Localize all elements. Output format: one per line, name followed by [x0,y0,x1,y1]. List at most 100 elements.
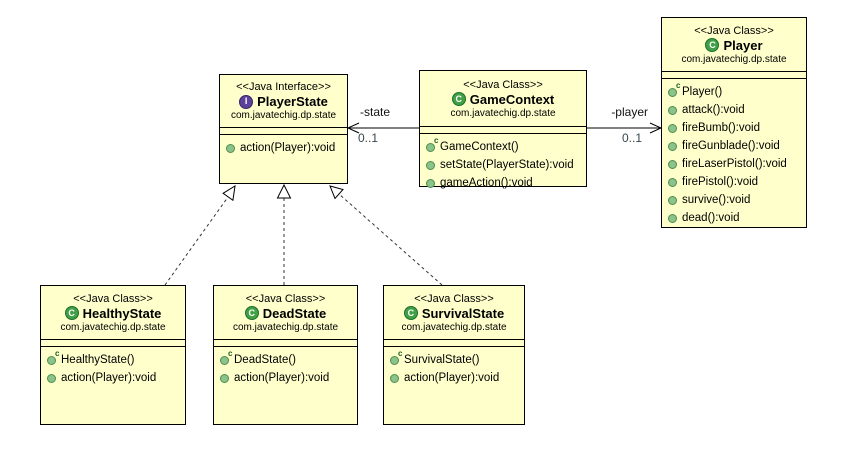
class-box-playerstate[interactable]: <<Java Interface>> I PlayerState com.jav… [219,74,348,184]
fields-compartment [220,128,347,135]
class-name-row: I PlayerState [239,94,328,109]
method-row: gameAction():void [426,174,586,192]
method-label: fireGunblade():void [682,140,780,152]
constructor-icon: c [668,81,680,97]
class-icon: C [705,38,720,52]
method-label: Player() [682,86,723,98]
class-box-survivalstate[interactable]: <<Java Class>> C SurvivalState com.javat… [383,285,525,425]
class-header: <<Java Interface>> I PlayerState com.jav… [220,75,347,128]
method-label: action(Player):void [404,372,500,384]
association-player-label: -player [611,105,648,119]
package-name: com.javatechig.dp.state [681,53,787,65]
methods-compartment: c DeadState() action(Player):void [214,347,357,424]
public-method-icon [390,373,399,383]
public-method-icon [668,105,677,115]
stereotype-label: <<Java Class>> [694,24,774,37]
method-label: fireLaserPistol():void [682,158,787,170]
association-state-line [346,122,419,134]
method-row: fireLaserPistol():void [668,155,806,173]
method-label: HealthyState() [61,354,135,366]
public-method-icon [668,123,677,133]
class-box-healthystate[interactable]: <<Java Class>> C HealthyState com.javate… [40,285,186,425]
methods-compartment: c HealthyState() action(Player):void [41,347,185,424]
method-row: c HealthyState() [47,349,185,369]
stereotype-label: <<Java Class>> [73,292,153,305]
fields-compartment [420,127,586,134]
fields-compartment [41,340,185,347]
stereotype-label: <<Java Class>> [463,78,543,91]
class-header: <<Java Class>> C SurvivalState com.javat… [384,286,524,340]
constructor-icon: c [390,349,402,365]
public-method-icon [668,159,677,169]
method-row: action(Player):void [47,369,185,387]
package-name: com.javatechig.dp.state [450,107,556,119]
class-name-row: C Player [705,37,763,53]
public-method-icon [220,373,229,383]
realization-survivalstate-line [329,185,443,286]
method-row: c GameContext() [426,136,586,156]
method-label: fireBumb():void [682,122,760,134]
method-label: action(Player):void [61,372,157,384]
class-name-row: C DeadState [244,305,327,321]
class-name: Player [723,37,763,53]
stereotype-label: <<Java Class>> [245,292,326,305]
class-name: SurvivalState [421,305,505,321]
association-player-multiplicity: 0..1 [622,131,643,145]
class-box-player[interactable]: <<Java Class>> C Player com.javatechig.d… [661,17,807,228]
method-label: survive():void [682,194,751,206]
method-row: survive():void [668,191,806,209]
methods-compartment: c GameContext() setState(PlayerState):vo… [420,134,586,192]
method-label: firePistol():void [682,176,759,188]
class-header: <<Java Class>> C Player com.javatechig.d… [662,18,806,72]
class-icon: C [403,306,418,320]
class-name: PlayerState [257,94,328,109]
method-row: attack():void [668,101,806,119]
method-label: gameAction():void [440,177,533,189]
methods-compartment: c Player() attack():void fireBumb():void… [662,79,806,227]
public-method-icon [47,373,56,383]
realization-healthystate-line [164,185,236,286]
class-header: <<Java Class>> C DeadState com.javatechi… [214,286,357,340]
class-icon: C [244,306,259,320]
method-row: fireGunblade():void [668,137,806,155]
realization-deadstate-line [276,183,292,285]
class-name-row: C HealthyState [64,306,161,321]
class-name-row: C SurvivalState [403,305,505,321]
constructor-icon: c [220,349,232,365]
class-header: <<Java Class>> C HealthyState com.javate… [41,286,185,340]
method-row: c Player() [668,81,806,101]
package-name: com.javatechig.dp.state [232,321,339,333]
association-state-multiplicity: 0..1 [358,131,379,145]
class-name: GameContext [469,91,555,107]
method-label: SurvivalState() [404,354,480,366]
package-name: com.javatechig.dp.state [230,110,337,121]
public-method-icon [426,160,435,170]
method-row: c SurvivalState() [390,349,524,369]
class-icon: C [64,306,79,320]
fields-compartment [214,340,357,347]
public-method-icon [426,178,435,188]
method-row: setState(PlayerState):void [426,156,586,174]
method-label: DeadState() [234,354,297,366]
method-label: GameContext() [440,141,519,153]
association-state-label: -state [359,105,390,119]
method-row: action(Player):void [390,369,524,387]
fields-compartment [662,72,806,79]
public-method-icon [226,143,235,153]
class-name-row: C GameContext [451,91,555,107]
class-name: DeadState [262,305,327,321]
class-box-gamecontext[interactable]: <<Java Class>> C GameContext com.javatec… [419,70,587,189]
method-row: c DeadState() [220,349,357,369]
method-label: dead():void [682,212,740,224]
package-name: com.javatechig.dp.state [60,321,166,333]
method-row: action(Player):void [220,369,357,387]
methods-compartment: c SurvivalState() action(Player):void [384,347,524,424]
public-method-icon [668,195,677,205]
constructor-icon: c [426,136,438,152]
package-name: com.javatechig.dp.state [401,321,507,333]
stereotype-label: <<Java Interface>> [236,81,331,93]
class-box-deadstate[interactable]: <<Java Class>> C DeadState com.javatechi… [213,285,358,425]
fields-compartment [384,340,524,347]
